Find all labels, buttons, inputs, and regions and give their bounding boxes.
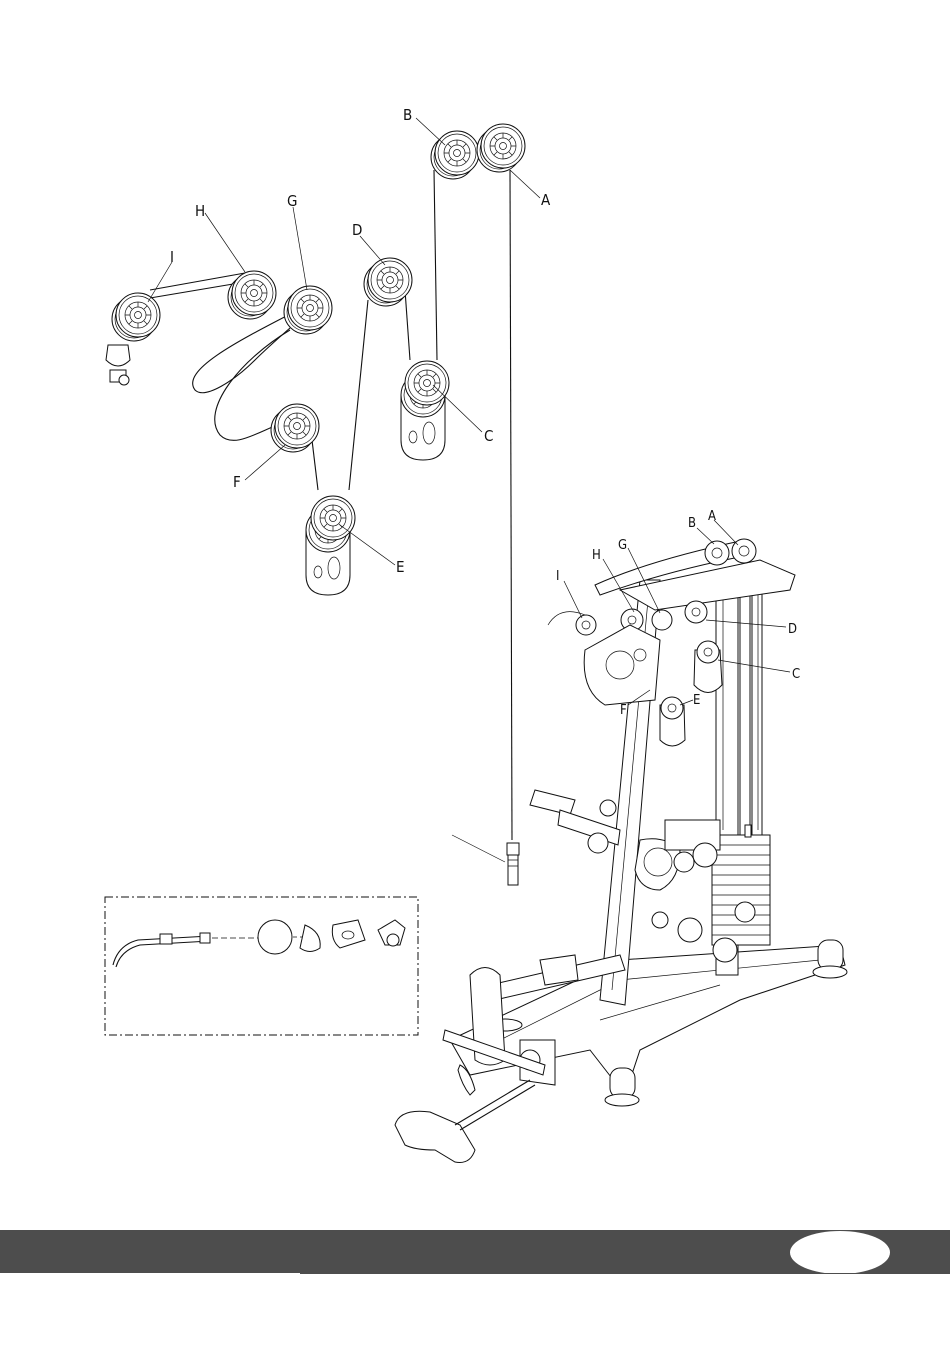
label-g: G [287,192,297,210]
pulley-c [401,361,449,460]
pulley-a [477,124,525,172]
cable-end-stopper [452,835,519,885]
cable-routing-diagram: B A H G D I C F E [106,106,551,885]
machine-label-h: H [592,548,601,563]
machine-label-f: F [620,703,627,718]
label-a: A [541,191,551,209]
pulley-e [306,496,355,595]
label-i: I [170,248,174,266]
machine-label-a: A [708,509,716,524]
label-e: E [396,558,405,576]
machine-label-d: D [788,622,797,637]
label-c: C [484,427,493,445]
machine-illustration: B A H G I D C E F [395,509,847,1163]
machine-label-i: I [556,569,559,584]
label-f: F [233,473,241,491]
pulley-g [284,286,332,334]
machine-label-g: G [618,538,627,553]
pulley-f [271,404,319,452]
cable-end-detail [105,897,418,1035]
machine-label-b: B [688,516,696,531]
machine-label-e: E [693,693,700,708]
machine-label-c: C [792,667,800,682]
footer-line [300,1273,950,1274]
pulley-i [106,293,160,385]
label-h: H [195,202,205,220]
pulley-d [364,258,412,306]
page-number-oval [790,1231,890,1274]
label-d: D [352,221,362,239]
pulley-h [228,271,276,319]
label-b: B [403,106,412,124]
